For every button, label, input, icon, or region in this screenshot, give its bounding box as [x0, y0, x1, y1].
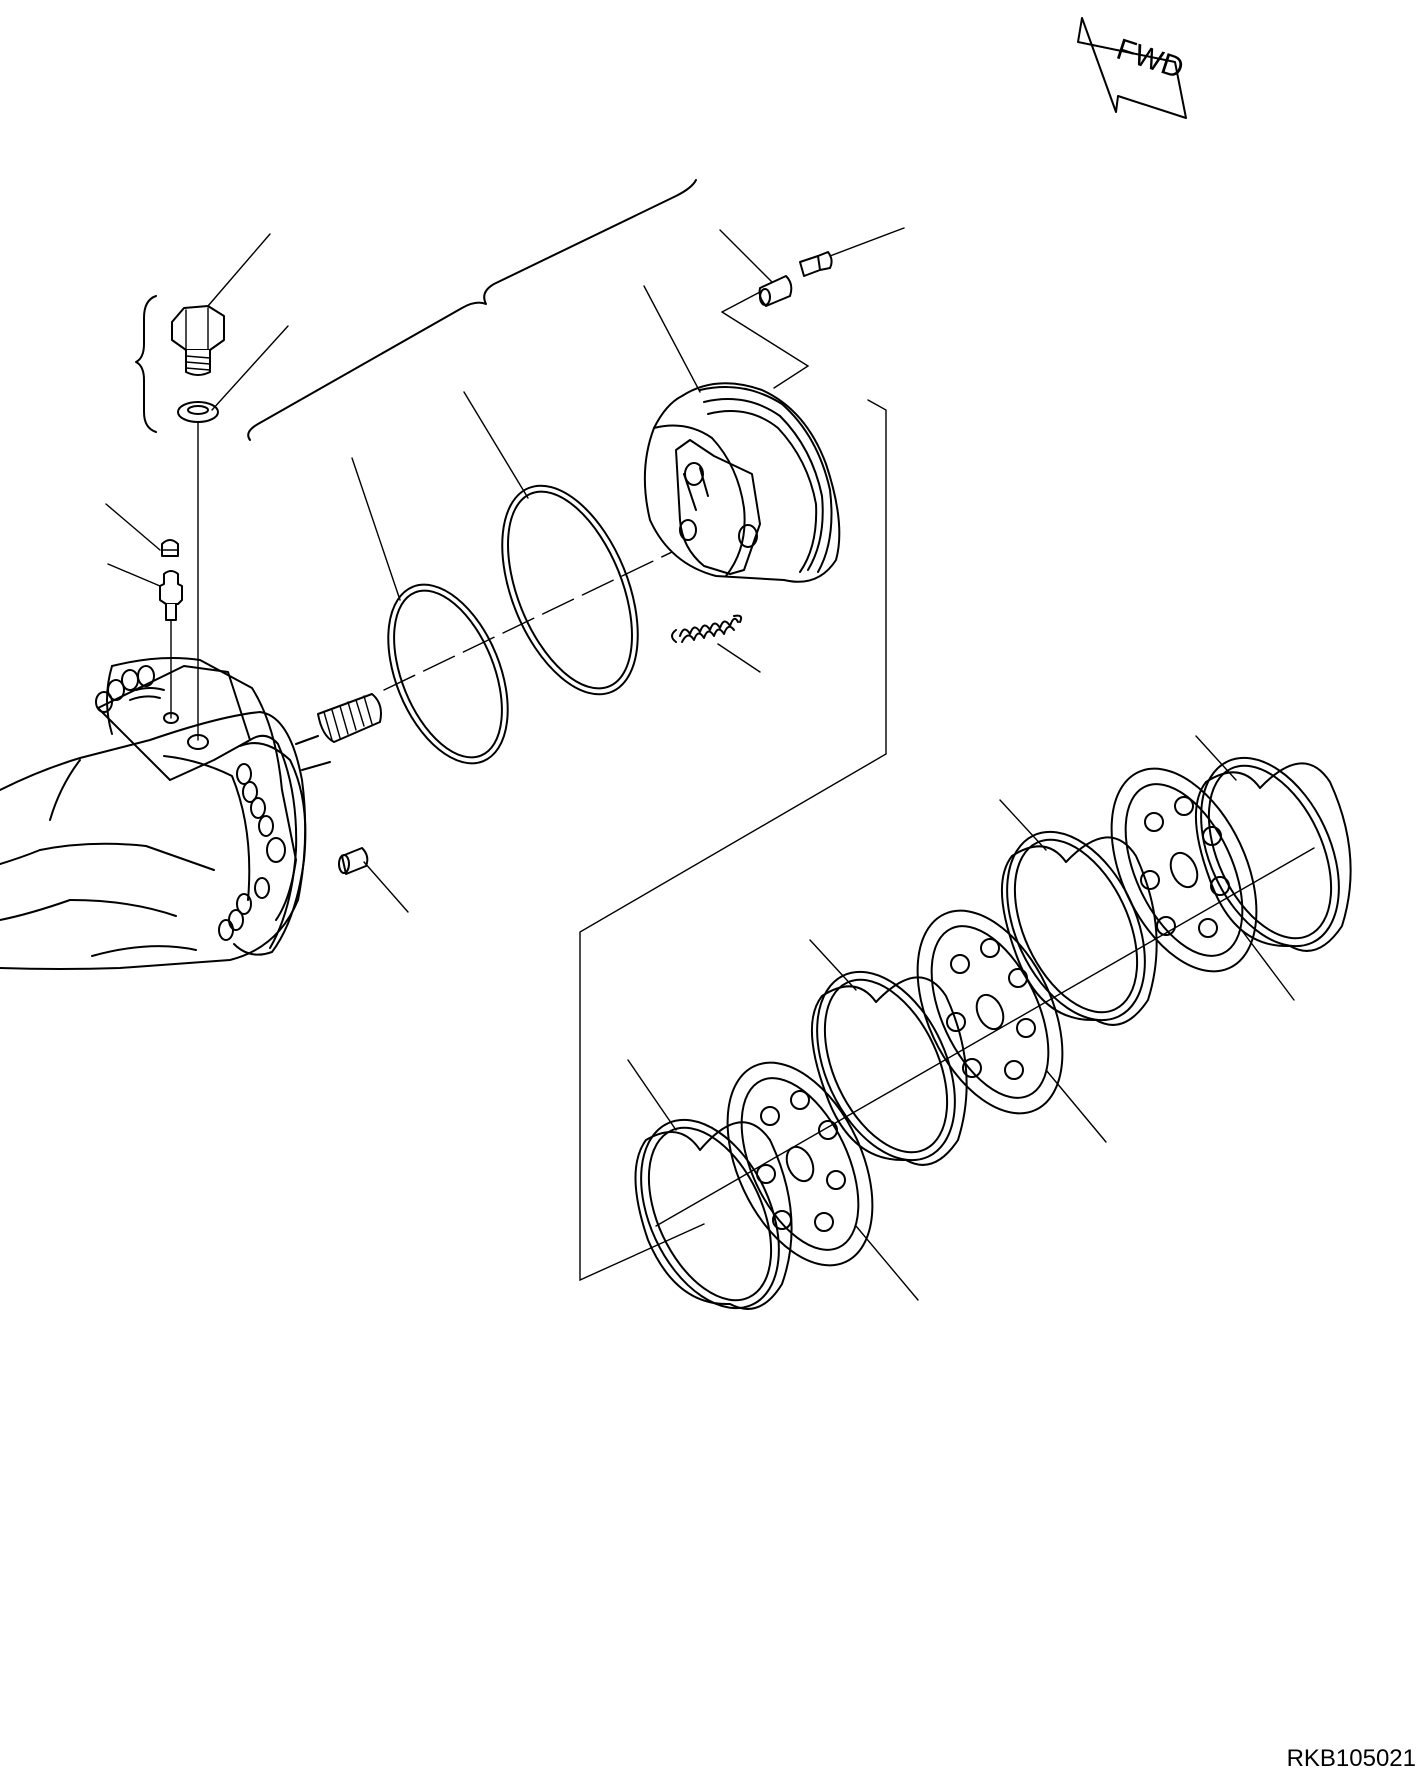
leader-plate-3 — [999, 799, 1047, 851]
axle-housing — [0, 657, 307, 970]
washer — [177, 401, 219, 423]
assembly-brace-top — [247, 179, 697, 441]
disc-3 — [1110, 767, 1258, 973]
leader-disc-1 — [855, 1225, 919, 1301]
fwd-arrow: FWD — [1077, 17, 1188, 119]
leader-washer — [211, 325, 289, 411]
leader-stop-pin — [719, 229, 773, 283]
leader-disc-3 — [1239, 927, 1295, 1001]
grease-fitting — [159, 570, 183, 621]
leader-grease-cap — [105, 503, 161, 551]
leader-brake-piston — [643, 285, 701, 393]
disc-1 — [726, 1061, 874, 1267]
stop-pin — [758, 275, 793, 307]
grease-fitting-cap — [161, 539, 179, 557]
stop-screw — [799, 251, 833, 277]
leader-plate-1 — [627, 1059, 677, 1131]
leader-o-ring-large — [463, 391, 529, 499]
bolt-brace — [135, 295, 157, 433]
leader-o-ring-small — [351, 457, 401, 601]
disc-pack-center-line — [655, 847, 1315, 1227]
plate-2 — [810, 970, 968, 1166]
stop-pin-line — [721, 291, 761, 313]
leader-stop-screw — [829, 227, 905, 257]
assembly-center-line — [383, 529, 719, 691]
leader-return-spring — [717, 643, 761, 673]
bolt — [171, 305, 225, 376]
spline-shaft — [295, 693, 382, 771]
plate-4 — [1194, 756, 1352, 952]
plate-1 — [634, 1118, 793, 1310]
o-ring-large — [501, 484, 639, 696]
dowel-pin — [338, 847, 369, 875]
leader-bolt — [207, 233, 271, 307]
leader-plate-2 — [809, 939, 857, 991]
plate-3 — [1000, 830, 1158, 1026]
leader-grease-fitting — [107, 563, 161, 587]
leader-disc-2 — [1045, 1069, 1107, 1143]
o-ring-small — [387, 583, 509, 765]
disc-pack-bracket — [579, 399, 887, 1282]
piston-bracket — [721, 311, 810, 389]
brake-piston — [643, 382, 841, 583]
drawing-code: RKB105021 — [1287, 1745, 1416, 1772]
disc-2 — [916, 909, 1064, 1115]
leader-dowel-pin — [363, 861, 409, 913]
return-spring — [671, 614, 743, 643]
leader-plate-4 — [1195, 735, 1237, 781]
